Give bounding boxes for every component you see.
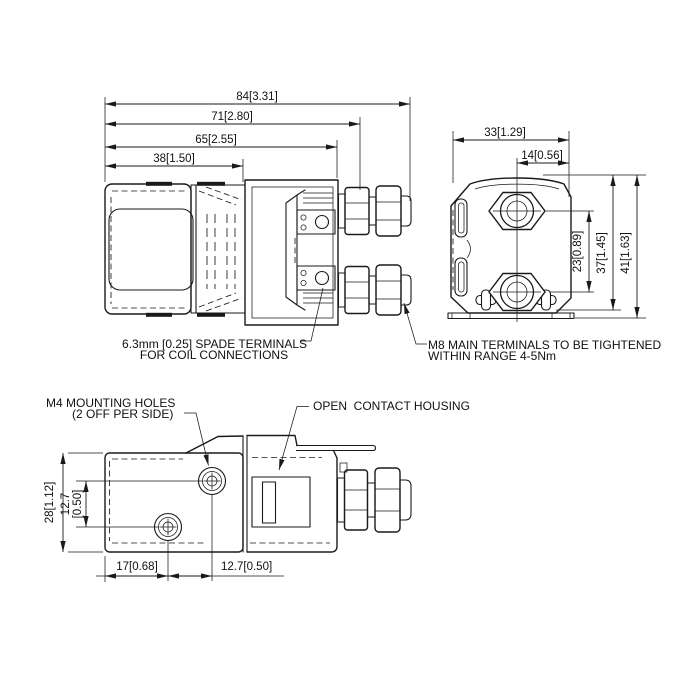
dim-label-28: 28[1.12] xyxy=(44,482,56,524)
dim-label-84: 84[3.31] xyxy=(236,91,278,103)
dim-hole-offset-17: 17[0.68] xyxy=(105,561,169,579)
m4-leader-line xyxy=(184,412,209,466)
dim-height-37: 37[1.45] xyxy=(596,174,616,310)
dim-label-33: 33[1.29] xyxy=(484,127,526,139)
side-view: 28[1.12] 12.7 [0.50] 17[0.68] 12.7[0.50]… xyxy=(44,396,470,582)
m4-holes-note-line2: (2 OFF PER SIDE) xyxy=(72,407,173,421)
dim-height-23: 23[0.89] xyxy=(572,210,592,292)
dim-length-38: 38[1.50] xyxy=(105,153,244,169)
dim-label-38: 38[1.50] xyxy=(153,153,195,165)
dim-height-41: 41[1.63] xyxy=(620,174,640,318)
dim-length-65: 65[2.55] xyxy=(105,134,337,150)
spade-leader-line xyxy=(300,287,324,342)
open-contact-housing-note: OPEN CONTACT HOUSING xyxy=(313,399,470,413)
spade-terminals-note-line2: FOR COIL CONNECTIONS xyxy=(140,348,288,362)
end-centerlines xyxy=(493,158,541,322)
dim-overall-length: 84[3.31] xyxy=(105,91,410,107)
phillips-screw-left xyxy=(475,289,497,311)
end-view: 33[1.29] 14[0.56] xyxy=(447,127,646,322)
m8-terminals-note-line2: WITHIN RANGE 4-5Nm xyxy=(428,349,556,363)
spade-terminal-plates xyxy=(296,209,336,291)
spade-terminals-note-line1: 6.3mm [0.25] SPADE TERMINALS xyxy=(122,337,307,351)
coil-housing-outline xyxy=(104,181,246,317)
m8-leader-line xyxy=(403,302,427,345)
dim-label-71: 71[2.80] xyxy=(211,111,253,123)
m8-terminals-note-line1: M8 MAIN TERMINALS TO BE TIGHTENED xyxy=(428,338,661,352)
m8-terminal-lower xyxy=(337,264,412,316)
contact-housing-outline xyxy=(244,179,339,326)
dim-hole-offset-vertical: 12.7 [0.50] xyxy=(60,481,89,528)
dim-length-71: 71[2.80] xyxy=(105,111,360,127)
m8-terminal-upper xyxy=(337,185,412,237)
dim-hole-pitch-12-7: 12.7[0.50] xyxy=(167,561,272,579)
top-view: 84[3.31] 71[2.80] 65[2.55] 38[1.50] xyxy=(104,91,661,363)
dim-label-0-50v: [0.50] xyxy=(72,490,84,519)
dim-label-65: 65[2.55] xyxy=(195,134,237,146)
dim-label-23: 23[0.89] xyxy=(572,231,584,273)
side-body-outline xyxy=(104,434,377,553)
m4-holes-note-line1: M4 MOUNTING HOLES xyxy=(46,396,175,410)
dim-label-41: 41[1.63] xyxy=(620,232,632,274)
dim-label-14: 14[0.56] xyxy=(521,150,563,162)
side-m8-terminal xyxy=(336,462,412,533)
end-housing-outline xyxy=(447,177,575,320)
dim-label-37: 37[1.45] xyxy=(596,232,608,274)
open-contact-leader-line xyxy=(278,406,309,471)
end-spade-terminals xyxy=(454,198,468,297)
dim-height-28: 28[1.12] xyxy=(44,453,66,553)
dim-label-17: 17[0.68] xyxy=(116,561,158,573)
dim-width-14: 14[0.56] xyxy=(516,150,570,166)
phillips-screw-right xyxy=(535,289,557,311)
dim-label-12-7h: 12.7[0.50] xyxy=(221,561,272,573)
dim-label-12-7v: 12.7 xyxy=(60,493,72,515)
dim-width-33: 33[1.29] xyxy=(453,127,570,143)
